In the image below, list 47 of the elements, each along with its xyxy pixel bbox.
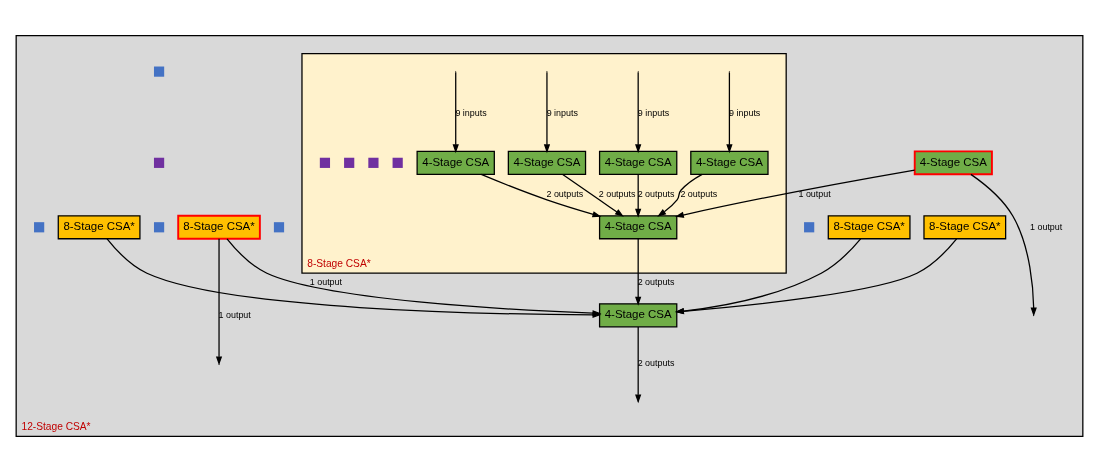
node-box: 8-Stage CSA* <box>177 214 261 240</box>
arrow <box>726 71 733 153</box>
node-box: 8-Stage CSA* <box>827 214 911 239</box>
node-box <box>368 157 379 168</box>
node-box: 4-Stage CSA <box>416 150 495 175</box>
node-box <box>804 221 815 232</box>
arrow <box>635 237 642 306</box>
arrow <box>635 325 642 403</box>
arrow <box>562 173 624 217</box>
edge-label: 9 inputs <box>455 107 487 118</box>
arrow <box>657 173 703 217</box>
node-box: 8-Stage CSA* <box>57 214 141 239</box>
node-box <box>392 157 403 168</box>
node-box: 4-Stage CSA <box>598 214 678 239</box>
edge-label: 2 outputs <box>546 188 584 199</box>
node-box: 4-Stage CSA <box>598 302 678 327</box>
arrow <box>215 237 223 365</box>
arrow <box>635 173 642 218</box>
arrow <box>970 173 1037 317</box>
edge-label: 1 output <box>1030 221 1063 232</box>
edge-label: 2 outputs <box>680 188 718 199</box>
arrow <box>635 71 642 153</box>
edge-label: 2 outputs <box>637 357 675 368</box>
node-box <box>153 157 165 168</box>
node-box <box>273 221 285 232</box>
edge-label: 9 inputs <box>637 107 670 118</box>
arrow <box>452 71 459 153</box>
node-box: 8-Stage CSA* <box>923 214 1007 239</box>
arrow <box>543 71 551 153</box>
node-box <box>153 221 165 232</box>
edge-label: 1 output <box>309 276 343 287</box>
node-box <box>319 157 331 168</box>
edge-label: 2 outputs <box>598 188 636 199</box>
node-box: 4-Stage CSA <box>507 150 587 175</box>
edge-label: 2 outputs <box>637 188 675 199</box>
node-box <box>153 66 165 77</box>
node-box: 4-Stage CSA <box>913 149 993 175</box>
edge-label: 9 inputs <box>546 107 578 118</box>
edge-label: 2 outputs <box>637 276 675 287</box>
node-box <box>344 157 355 168</box>
edge-label: 1 output <box>798 188 831 199</box>
arrow <box>480 173 602 217</box>
node-box: 4-Stage CSA <box>690 150 769 175</box>
node-box <box>34 221 45 232</box>
edge-label: 1 output <box>218 309 251 320</box>
node-box: 4-Stage CSA <box>598 150 678 175</box>
arrow <box>674 168 916 218</box>
